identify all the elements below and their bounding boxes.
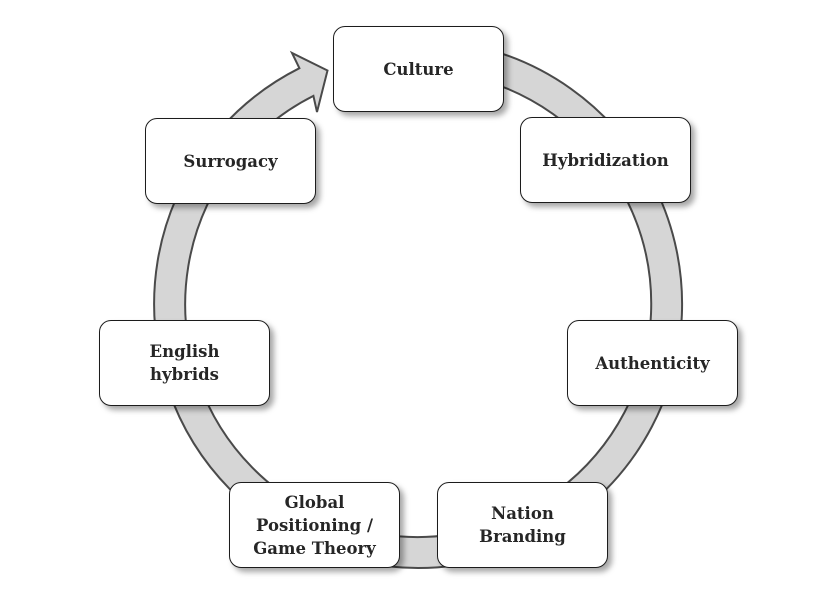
node-label: Surrogacy: [183, 151, 278, 171]
node-label-line: hybrids: [150, 365, 219, 384]
node-label-line: Nation: [491, 504, 554, 523]
node-label: Hybridization: [542, 150, 669, 170]
node-english-hybrids: English hybrids: [99, 320, 270, 406]
circular-arrow-icon: [153, 42, 684, 569]
node-culture: Culture: [333, 26, 504, 112]
node-label-line: Branding: [479, 527, 566, 546]
node-label: Culture: [383, 59, 454, 79]
node-label-line: Global: [284, 492, 345, 512]
node-label-line: Game Theory: [253, 538, 376, 558]
node-global-positioning: Global Positioning / Game Theory: [229, 482, 400, 568]
node-nation-branding: Nation Branding: [437, 482, 608, 568]
node-label: Authenticity: [595, 353, 710, 373]
node-surrogacy: Surrogacy: [145, 118, 316, 204]
node-label-line: Positioning /: [256, 515, 373, 535]
node-hybridization: Hybridization: [520, 117, 691, 203]
node-label-line: English: [149, 342, 220, 361]
node-authenticity: Authenticity: [567, 320, 738, 406]
